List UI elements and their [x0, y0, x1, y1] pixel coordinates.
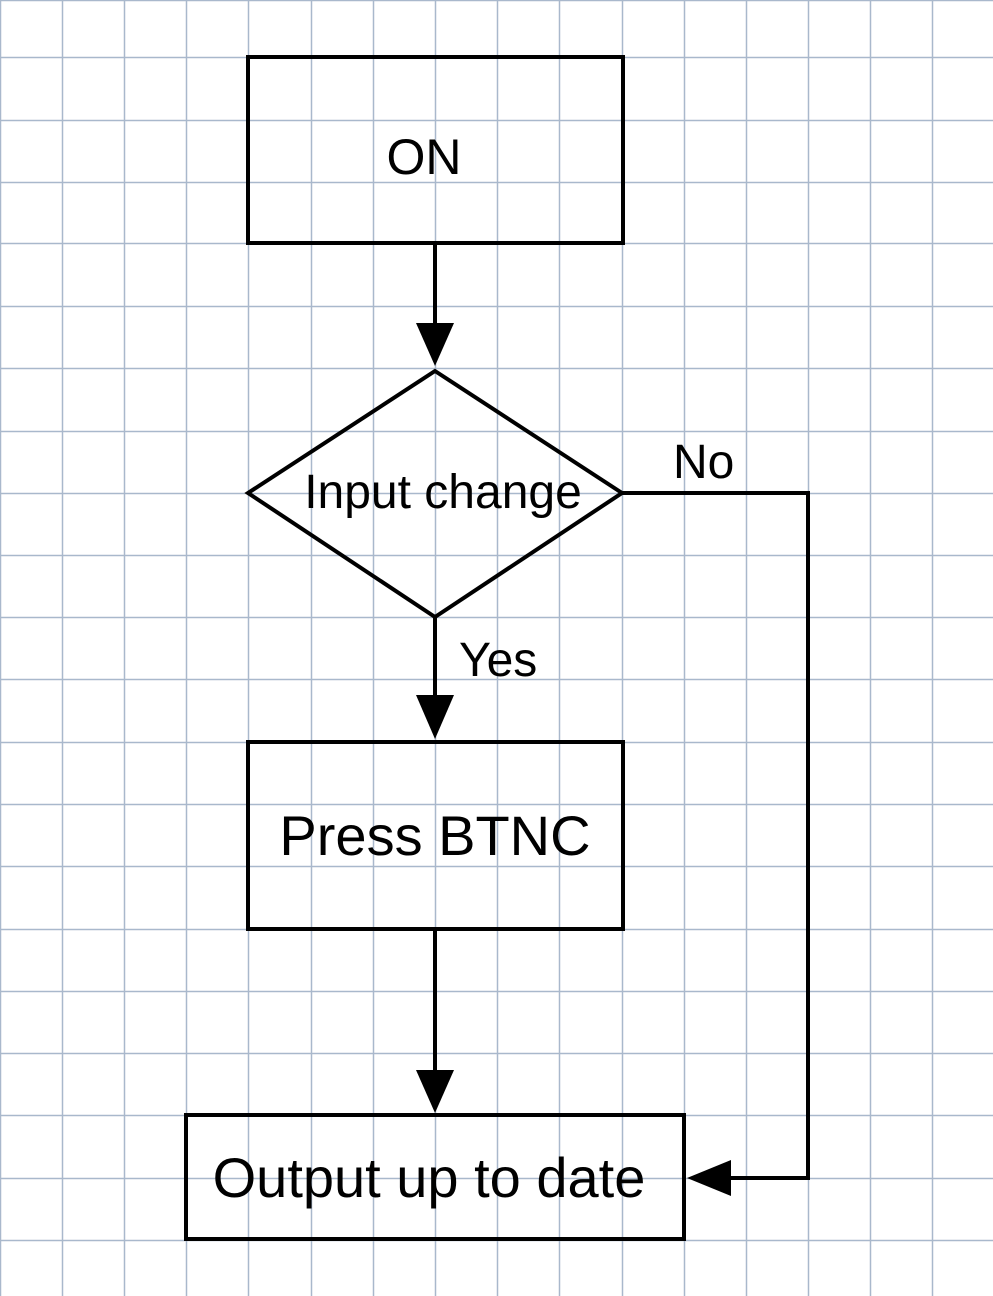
edge-yes: Yes	[416, 617, 537, 739]
node-press-btnc-label: Press BTNC	[279, 804, 590, 867]
node-output-up-to-date[interactable]: Output up to date	[184, 1113, 686, 1241]
edge-press-to-output-arrowhead	[416, 1070, 454, 1113]
node-output-up-to-date-box	[184, 1113, 686, 1241]
edge-no-arrowhead	[687, 1160, 731, 1196]
edge-yes-label: Yes	[459, 634, 537, 687]
edge-no-line	[622, 491, 810, 1180]
node-input-change-label: Input change	[304, 466, 582, 519]
edge-no-label: No	[673, 436, 734, 489]
edge-press-to-output	[416, 929, 454, 1113]
node-on-label: ON	[387, 129, 462, 185]
node-press-btnc[interactable]: Press BTNC	[246, 740, 625, 931]
edge-on-to-decision	[416, 243, 454, 366]
edge-no: No	[622, 436, 810, 1196]
node-on[interactable]: ON	[246, 55, 625, 245]
edge-on-to-decision-arrowhead	[416, 323, 454, 366]
node-output-up-to-date-label: Output up to date	[213, 1146, 646, 1209]
edge-yes-arrowhead	[416, 695, 454, 739]
